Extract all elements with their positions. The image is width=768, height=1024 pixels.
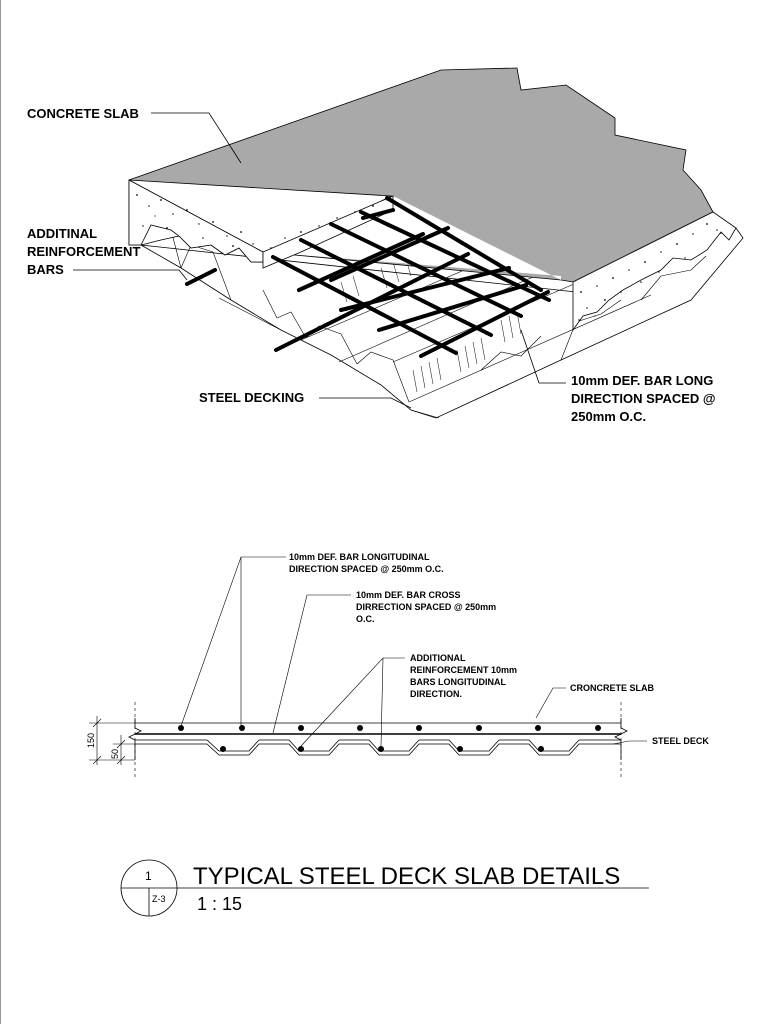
slab-face-right bbox=[572, 211, 737, 332]
label-additional-line1: ADDITIONAL bbox=[410, 653, 466, 663]
label-cross-bar-line1: 10mm DEF. BAR CROSS bbox=[356, 590, 461, 600]
concrete-speckles bbox=[136, 194, 718, 321]
label-additional-line3: BARS LONGITUDINAL bbox=[410, 677, 506, 687]
detail-number: 1 bbox=[145, 869, 152, 883]
label-section-steel-deck: STEEL DECK bbox=[652, 736, 709, 746]
section-additional-bars bbox=[220, 746, 544, 752]
dimension-deck: 50 bbox=[110, 749, 120, 759]
label-long-bar-line1: 10mm DEF. BAR LONG bbox=[571, 373, 713, 388]
title-block: 1 Z-3 TYPICAL STEEL DECK SLAB DETAILS 1 … bbox=[120, 859, 649, 917]
section-leaders bbox=[180, 556, 647, 747]
rebar-grid bbox=[185, 196, 551, 358]
label-additional-line4: DIRECTION. bbox=[410, 689, 462, 699]
section-slab bbox=[128, 718, 628, 760]
slab-face-left-2 bbox=[128, 179, 264, 263]
label-cross-bar-line3: O.C. bbox=[356, 614, 375, 624]
label-additional-line2: REINFORCEMENT 10mm bbox=[410, 665, 517, 675]
drawing-title: TYPICAL STEEL DECK SLAB DETAILS bbox=[193, 863, 620, 890]
label-additional-bars-line3: BARS bbox=[27, 262, 64, 277]
label-section-concrete-slab: CRONCRETE SLAB bbox=[570, 683, 655, 693]
label-additional-bars-line1: ADDITINAL bbox=[27, 226, 97, 241]
section-extension-lines bbox=[134, 702, 622, 778]
drawing-scale: 1 : 15 bbox=[197, 894, 242, 914]
label-steel-decking: STEEL DECKING bbox=[199, 390, 304, 405]
label-concrete-slab: CONCRETE SLAB bbox=[27, 106, 139, 121]
dimension-overall: 150 bbox=[86, 733, 96, 748]
label-section-long-bar-line1: 10mm DEF. BAR LONGITUDINAL bbox=[289, 552, 430, 562]
label-additional-bars-line2: REINFORCEMENT bbox=[27, 244, 140, 259]
sheet-reference: Z-3 bbox=[152, 894, 166, 904]
section-view: 150 50 10mm DEF. BAR LONGITUDINAL DIRECT… bbox=[86, 552, 709, 778]
label-long-bar-line2: DIRECTION SPACED @ bbox=[571, 391, 716, 406]
isometric-view: CONCRETE SLAB ADDITINAL REINFORCEMENT BA… bbox=[27, 67, 744, 424]
label-section-long-bar-line2: DIRECTION SPACED @ 250mm O.C. bbox=[289, 564, 444, 574]
section-top-bars bbox=[178, 725, 601, 731]
label-cross-bar-line2: DIRRECTION SPACED @ 250mm bbox=[356, 602, 496, 612]
iso-leaders bbox=[73, 112, 566, 409]
section-dimensions bbox=[89, 716, 135, 765]
label-long-bar-line3: 250mm O.C. bbox=[571, 409, 646, 424]
